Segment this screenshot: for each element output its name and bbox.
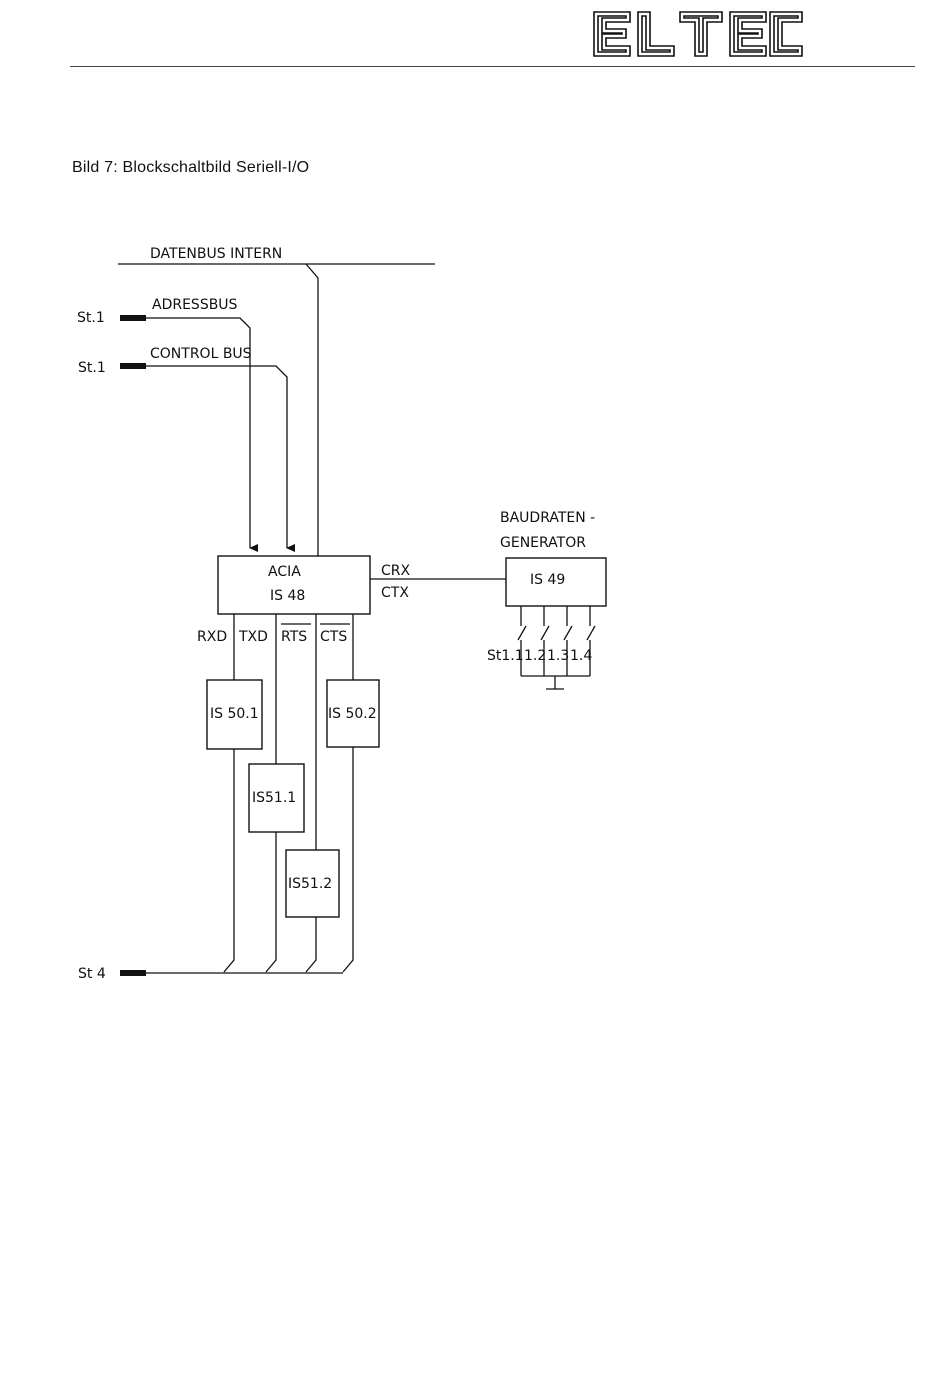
connector-st4: St 4 xyxy=(78,966,106,982)
rts-label: RTS xyxy=(281,629,307,645)
datenbus-label: DATENBUS INTERN xyxy=(150,246,282,262)
ctx-label: CTX xyxy=(381,585,409,601)
connector-plug-st1-adress xyxy=(120,315,146,321)
is50-2-label: IS 50.2 xyxy=(328,706,377,722)
rxd-label: RXD xyxy=(197,629,227,645)
controlbus-line xyxy=(146,366,287,548)
is51-1-label: IS51.1 xyxy=(252,790,296,806)
baud-part: IS 49 xyxy=(530,572,565,588)
connector-st1-control: St.1 xyxy=(78,360,106,376)
switch-label-3: 1.3 xyxy=(547,648,569,664)
cts-label: CTS xyxy=(320,629,347,645)
txd-label: TXD xyxy=(238,629,268,645)
rxd-line xyxy=(224,614,234,972)
acia-part: IS 48 xyxy=(270,588,305,604)
cts-line xyxy=(343,614,353,972)
baud-title-2: GENERATOR xyxy=(500,535,586,551)
acia-name: ACIA xyxy=(268,564,301,580)
connector-st1-adress: St.1 xyxy=(77,310,105,326)
adressbus-label: ADRESSBUS xyxy=(152,297,238,313)
switch-label-1: St1.1 xyxy=(487,648,524,664)
controlbus-label: CONTROL BUS xyxy=(150,346,252,362)
switch-label-2: 1.2 xyxy=(524,648,546,664)
connector-plug-st4 xyxy=(120,970,146,976)
baud-title-1: BAUDRATEN - xyxy=(500,510,595,526)
connector-plug-st1-control xyxy=(120,363,146,369)
switch-label-4: 1.4 xyxy=(570,648,592,664)
is50-1-label: IS 50.1 xyxy=(210,706,259,722)
is51-2-label: IS51.2 xyxy=(288,876,332,892)
crx-label: CRX xyxy=(381,563,411,579)
rts-line xyxy=(306,614,316,972)
datenbus-drop xyxy=(306,264,318,556)
